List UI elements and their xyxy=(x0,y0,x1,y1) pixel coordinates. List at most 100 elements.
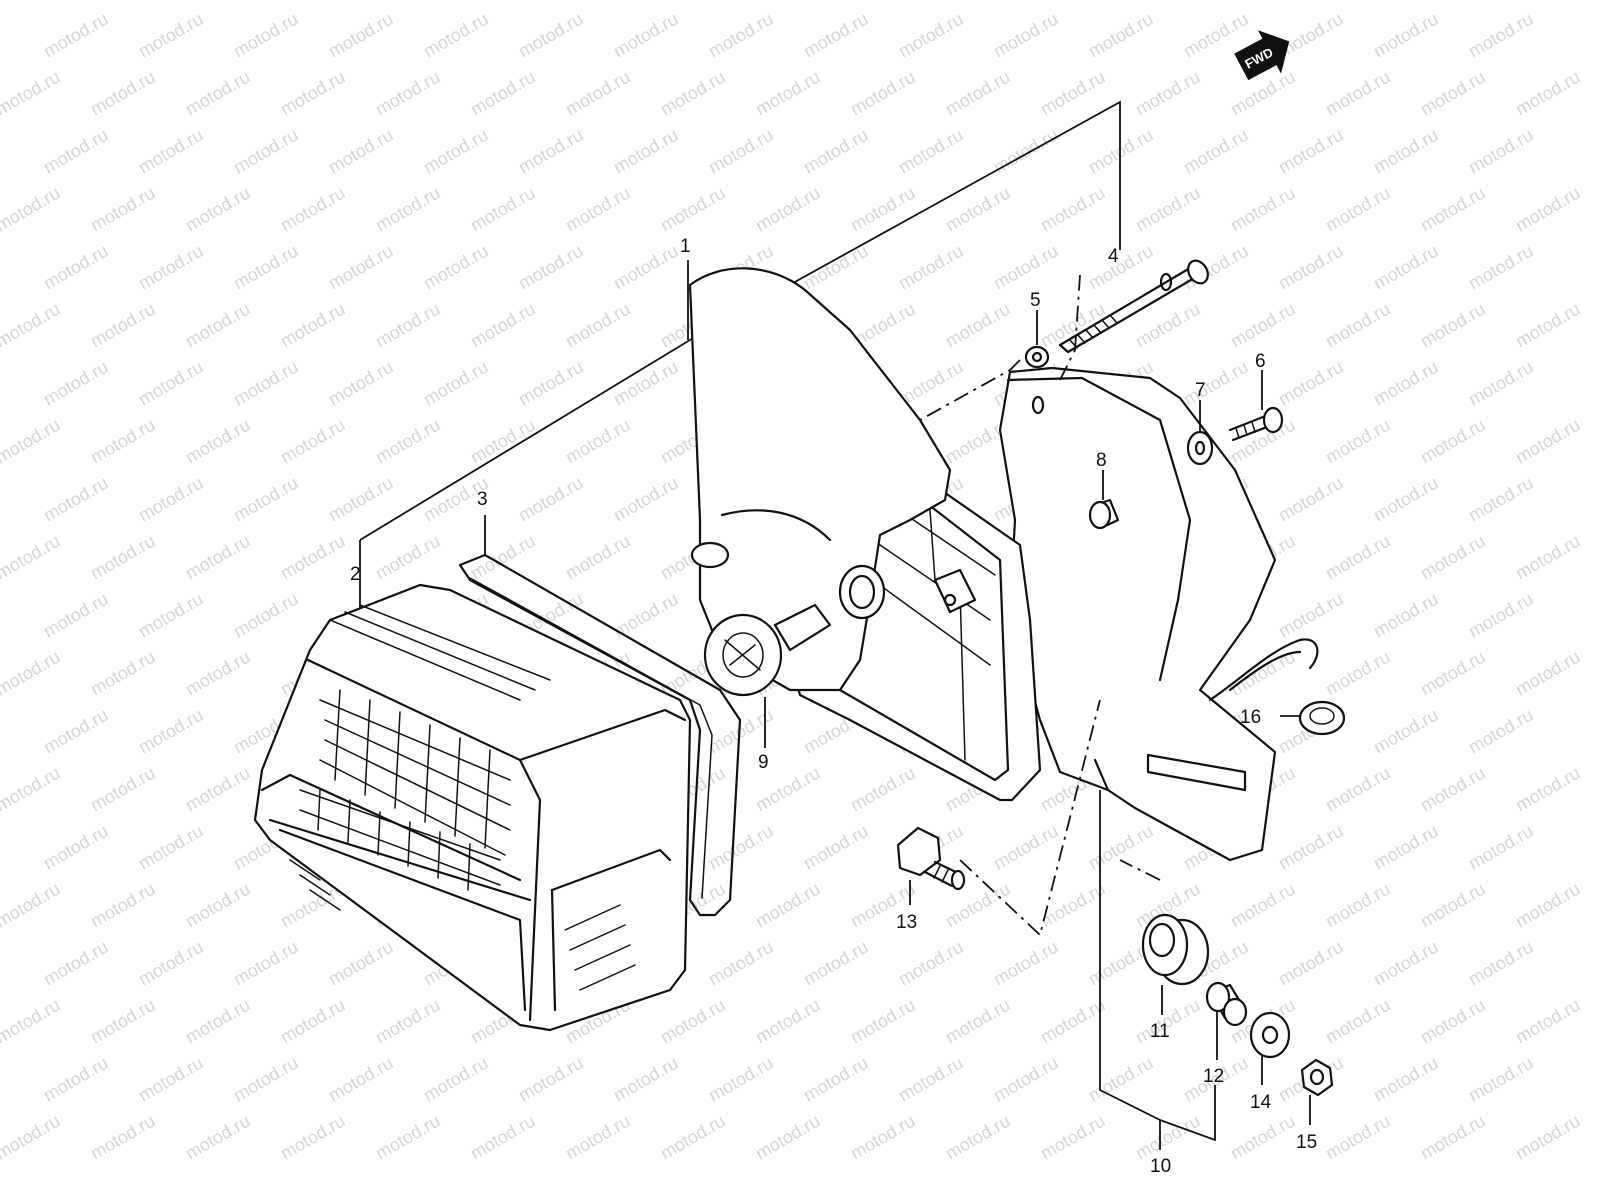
watermark-text: motod.ru xyxy=(1417,415,1489,468)
assembly-bracket-1 xyxy=(359,100,1121,620)
watermark-text: motod.ru xyxy=(990,241,1062,294)
socket-plate xyxy=(688,267,977,692)
watermark-text: motod.ru xyxy=(0,183,64,236)
watermark-text: motod.ru xyxy=(230,473,302,526)
watermark-text: motod.ru xyxy=(135,357,207,410)
watermark-text: motod.ru xyxy=(1227,1111,1299,1164)
watermark-text: motod.ru xyxy=(182,1111,254,1164)
watermark-text: motod.ru xyxy=(467,299,539,352)
watermark-text: motod.ru xyxy=(87,183,159,236)
watermark-text: motod.ru xyxy=(1512,415,1584,468)
watermark-text: motod.ru xyxy=(1465,9,1537,62)
watermark-text: motod.ru xyxy=(800,9,872,62)
watermark-text: motod.ru xyxy=(1275,473,1347,526)
watermark-text: motod.ru xyxy=(0,647,64,700)
watermark-text: motod.ru xyxy=(1275,937,1347,990)
watermark-text: motod.ru xyxy=(610,357,682,410)
watermark-text: motod.ru xyxy=(1465,241,1537,294)
watermark-text: motod.ru xyxy=(1227,299,1299,352)
watermark-text: motod.ru xyxy=(942,67,1014,120)
watermark-text: motod.ru xyxy=(230,9,302,62)
watermark-text: motod.ru xyxy=(420,9,492,62)
watermark-text: motod.ru xyxy=(1322,415,1394,468)
watermark-text: motod.ru xyxy=(135,589,207,642)
washer-7 xyxy=(1186,430,1214,466)
callout-3: 3 xyxy=(477,489,488,510)
watermark-text: motod.ru xyxy=(752,183,824,236)
watermark-text: motod.ru xyxy=(1417,995,1489,1048)
watermark-text: motod.ru xyxy=(420,357,492,410)
watermark-text: motod.ru xyxy=(705,821,777,874)
watermark-text: motod.ru xyxy=(1417,879,1489,932)
watermark-text: motod.ru xyxy=(562,183,634,236)
spacer-8 xyxy=(1088,498,1120,530)
watermark-text: motod.ru xyxy=(1512,763,1584,816)
watermark-text: motod.ru xyxy=(40,1053,112,1106)
watermark-text: motod.ru xyxy=(562,67,634,120)
watermark-text: motod.ru xyxy=(847,995,919,1048)
watermark-text: motod.ru xyxy=(1322,183,1394,236)
watermark-text: motod.ru xyxy=(40,357,112,410)
watermark-text: motod.ru xyxy=(1370,821,1442,874)
watermark-text: motod.ru xyxy=(325,9,397,62)
watermark-text: motod.ru xyxy=(990,937,1062,990)
watermark-text: motod.ru xyxy=(230,589,302,642)
watermark-text: motod.ru xyxy=(895,9,967,62)
watermark-text: motod.ru xyxy=(87,763,159,816)
watermark-text: motod.ru xyxy=(1512,183,1584,236)
watermark-text: motod.ru xyxy=(182,299,254,352)
watermark-text: motod.ru xyxy=(87,879,159,932)
watermark-text: motod.ru xyxy=(1275,357,1347,410)
watermark-text: motod.ru xyxy=(1512,531,1584,584)
watermark-text: motod.ru xyxy=(610,241,682,294)
watermark-text: motod.ru xyxy=(1227,415,1299,468)
watermark-text: motod.ru xyxy=(182,415,254,468)
watermark-text: motod.ru xyxy=(1322,879,1394,932)
watermark-text: motod.ru xyxy=(420,241,492,294)
watermark-text: motod.ru xyxy=(87,415,159,468)
watermark-text: motod.ru xyxy=(40,125,112,178)
watermark-text: motod.ru xyxy=(847,183,919,236)
watermark-text: motod.ru xyxy=(942,995,1014,1048)
watermark-text: motod.ru xyxy=(562,415,634,468)
callout-6: 6 xyxy=(1255,351,1266,372)
watermark-text: motod.ru xyxy=(1227,183,1299,236)
watermark-text: motod.ru xyxy=(562,299,634,352)
watermark-text: motod.ru xyxy=(990,9,1062,62)
watermark-text: motod.ru xyxy=(1322,67,1394,120)
callout-4: 4 xyxy=(1108,246,1119,267)
callout-14: 14 xyxy=(1250,1092,1272,1113)
watermark-text: motod.ru xyxy=(0,1111,64,1164)
watermark-text: motod.ru xyxy=(372,995,444,1048)
watermark-text: motod.ru xyxy=(1417,67,1489,120)
watermark-text: motod.ru xyxy=(40,241,112,294)
watermark-text: motod.ru xyxy=(87,995,159,1048)
watermark-text: motod.ru xyxy=(1417,299,1489,352)
watermark-text: motod.ru xyxy=(372,67,444,120)
watermark-text: motod.ru xyxy=(325,937,397,990)
watermark-text: motod.ru xyxy=(1465,473,1537,526)
callout-11: 11 xyxy=(1150,1021,1170,1042)
long-screw xyxy=(1058,259,1209,354)
watermark-text: motod.ru xyxy=(1370,937,1442,990)
watermark-text: motod.ru xyxy=(0,879,64,932)
washer-14 xyxy=(1249,1011,1291,1059)
watermark-text: motod.ru xyxy=(325,1053,397,1106)
watermark-text: motod.ru xyxy=(1132,67,1204,120)
watermark-text: motod.ru xyxy=(135,705,207,758)
watermark-text: motod.ru xyxy=(800,125,872,178)
watermark-text: motod.ru xyxy=(515,241,587,294)
watermark-text: motod.ru xyxy=(657,995,729,1048)
watermark-text: motod.ru xyxy=(1132,183,1204,236)
callout-7: 7 xyxy=(1195,380,1206,401)
callout-15: 15 xyxy=(1296,1132,1317,1153)
watermark-text: motod.ru xyxy=(657,1111,729,1164)
watermark-text: motod.ru xyxy=(230,241,302,294)
watermark-text: motod.ru xyxy=(1227,67,1299,120)
watermark-text: motod.ru xyxy=(1512,879,1584,932)
watermark-text: motod.ru xyxy=(277,415,349,468)
watermark-text: motod.ru xyxy=(230,937,302,990)
callout-13: 13 xyxy=(896,912,917,933)
watermark-text: motod.ru xyxy=(1180,125,1252,178)
